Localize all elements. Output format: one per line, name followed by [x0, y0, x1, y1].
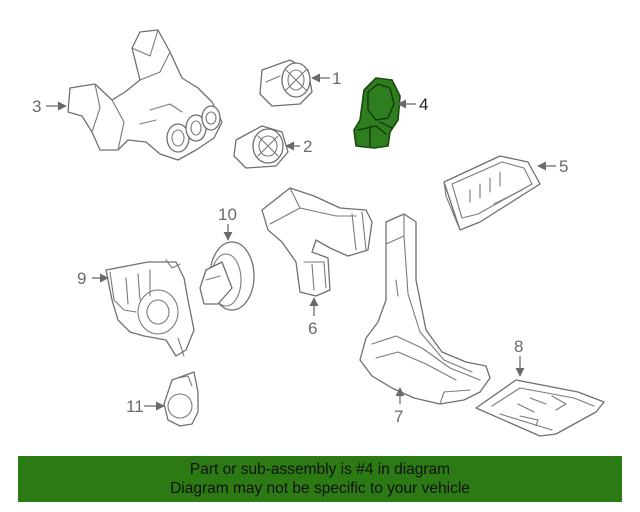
part-6-duct-elbow[interactable] [261, 187, 373, 297]
part-7-floor-duct[interactable] [359, 213, 491, 405]
part-9-blower-housing[interactable] [105, 259, 195, 357]
part-11-duct-connector[interactable] [163, 371, 199, 427]
part-8-floor-panel[interactable] [475, 379, 605, 437]
banner-part-notice: Part or sub-assembly is #4 in diagram [189, 461, 451, 478]
banner-disclaimer: Diagram may not be specific to your vehi… [170, 480, 470, 497]
callout-1[interactable]: 1 [332, 69, 341, 88]
callout-3[interactable]: 3 [32, 97, 41, 116]
callout-2[interactable]: 2 [303, 137, 312, 156]
part-4-highlighted-duct[interactable] [353, 77, 401, 149]
callout-4[interactable]: 4 [419, 95, 428, 114]
part-2-vent-outlet[interactable] [233, 125, 289, 169]
exploded-parts-diagram: 1 2 3 4 5 6 7 8 9 10 11 [32, 29, 605, 437]
part-5-filter-housing[interactable] [443, 155, 541, 231]
callout-6[interactable]: 6 [308, 319, 317, 338]
callout-leaders [46, 73, 556, 411]
callout-9[interactable]: 9 [77, 269, 86, 288]
part-10-motor-cover[interactable] [199, 241, 255, 311]
callout-5[interactable]: 5 [559, 157, 568, 176]
callout-11[interactable]: 11 [126, 397, 144, 416]
callout-10[interactable]: 10 [218, 205, 237, 224]
part-1-vent-outlet[interactable] [259, 59, 313, 107]
callout-7[interactable]: 7 [394, 407, 403, 426]
part-3-distribution-housing[interactable] [67, 29, 223, 161]
callout-8[interactable]: 8 [514, 337, 523, 356]
selected-part-banner: Part or sub-assembly is #4 in diagram Di… [18, 456, 622, 502]
